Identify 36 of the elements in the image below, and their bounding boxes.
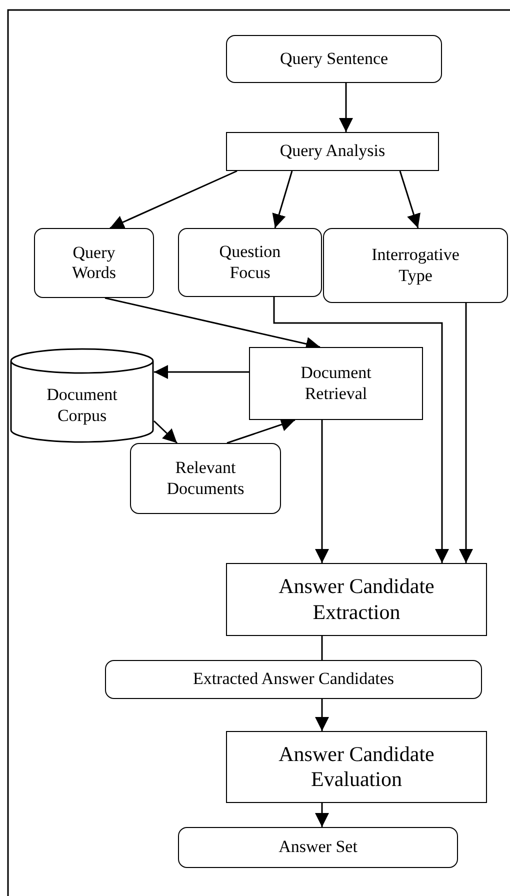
- node-label: Question Focus: [218, 242, 282, 283]
- process-box: [178, 827, 458, 868]
- process-box: [323, 228, 508, 303]
- process-box: [130, 443, 281, 514]
- arrow: [315, 803, 329, 827]
- arrow: [339, 83, 353, 132]
- arrow: [399, 170, 420, 228]
- node-label: Answer Candidate Evaluation: [278, 742, 436, 792]
- process-box: [249, 347, 423, 420]
- arrow: [153, 420, 178, 444]
- process-box: [226, 132, 439, 171]
- arrow: [154, 365, 249, 379]
- node-label: Query Sentence: [280, 48, 388, 70]
- database-cylinder: [10, 348, 154, 443]
- node-label: Answer Set: [278, 837, 358, 858]
- node-label: Document Corpus: [46, 385, 118, 426]
- node-label: Query Words: [71, 242, 117, 284]
- node-label: Extracted Answer Candidates: [192, 669, 394, 690]
- arrow: [315, 699, 329, 731]
- arrow: [272, 170, 293, 228]
- node-label: Answer Candidate Extraction: [278, 574, 436, 625]
- node-label: Relevant Documents: [166, 458, 246, 499]
- arrow: [226, 418, 296, 444]
- process-box: [34, 228, 154, 298]
- process-box: [226, 563, 487, 636]
- arrow: [110, 170, 238, 229]
- node-label: Document Retrieval: [300, 363, 372, 404]
- node-label: Interrogative Type: [370, 245, 460, 286]
- arrow: [315, 420, 329, 563]
- process-box: [105, 660, 482, 699]
- process-box: [226, 731, 487, 803]
- node-label: Query Analysis: [280, 141, 386, 162]
- process-box: [226, 35, 442, 83]
- process-box: [178, 228, 322, 297]
- arrow: [273, 297, 449, 563]
- arrow: [459, 303, 473, 563]
